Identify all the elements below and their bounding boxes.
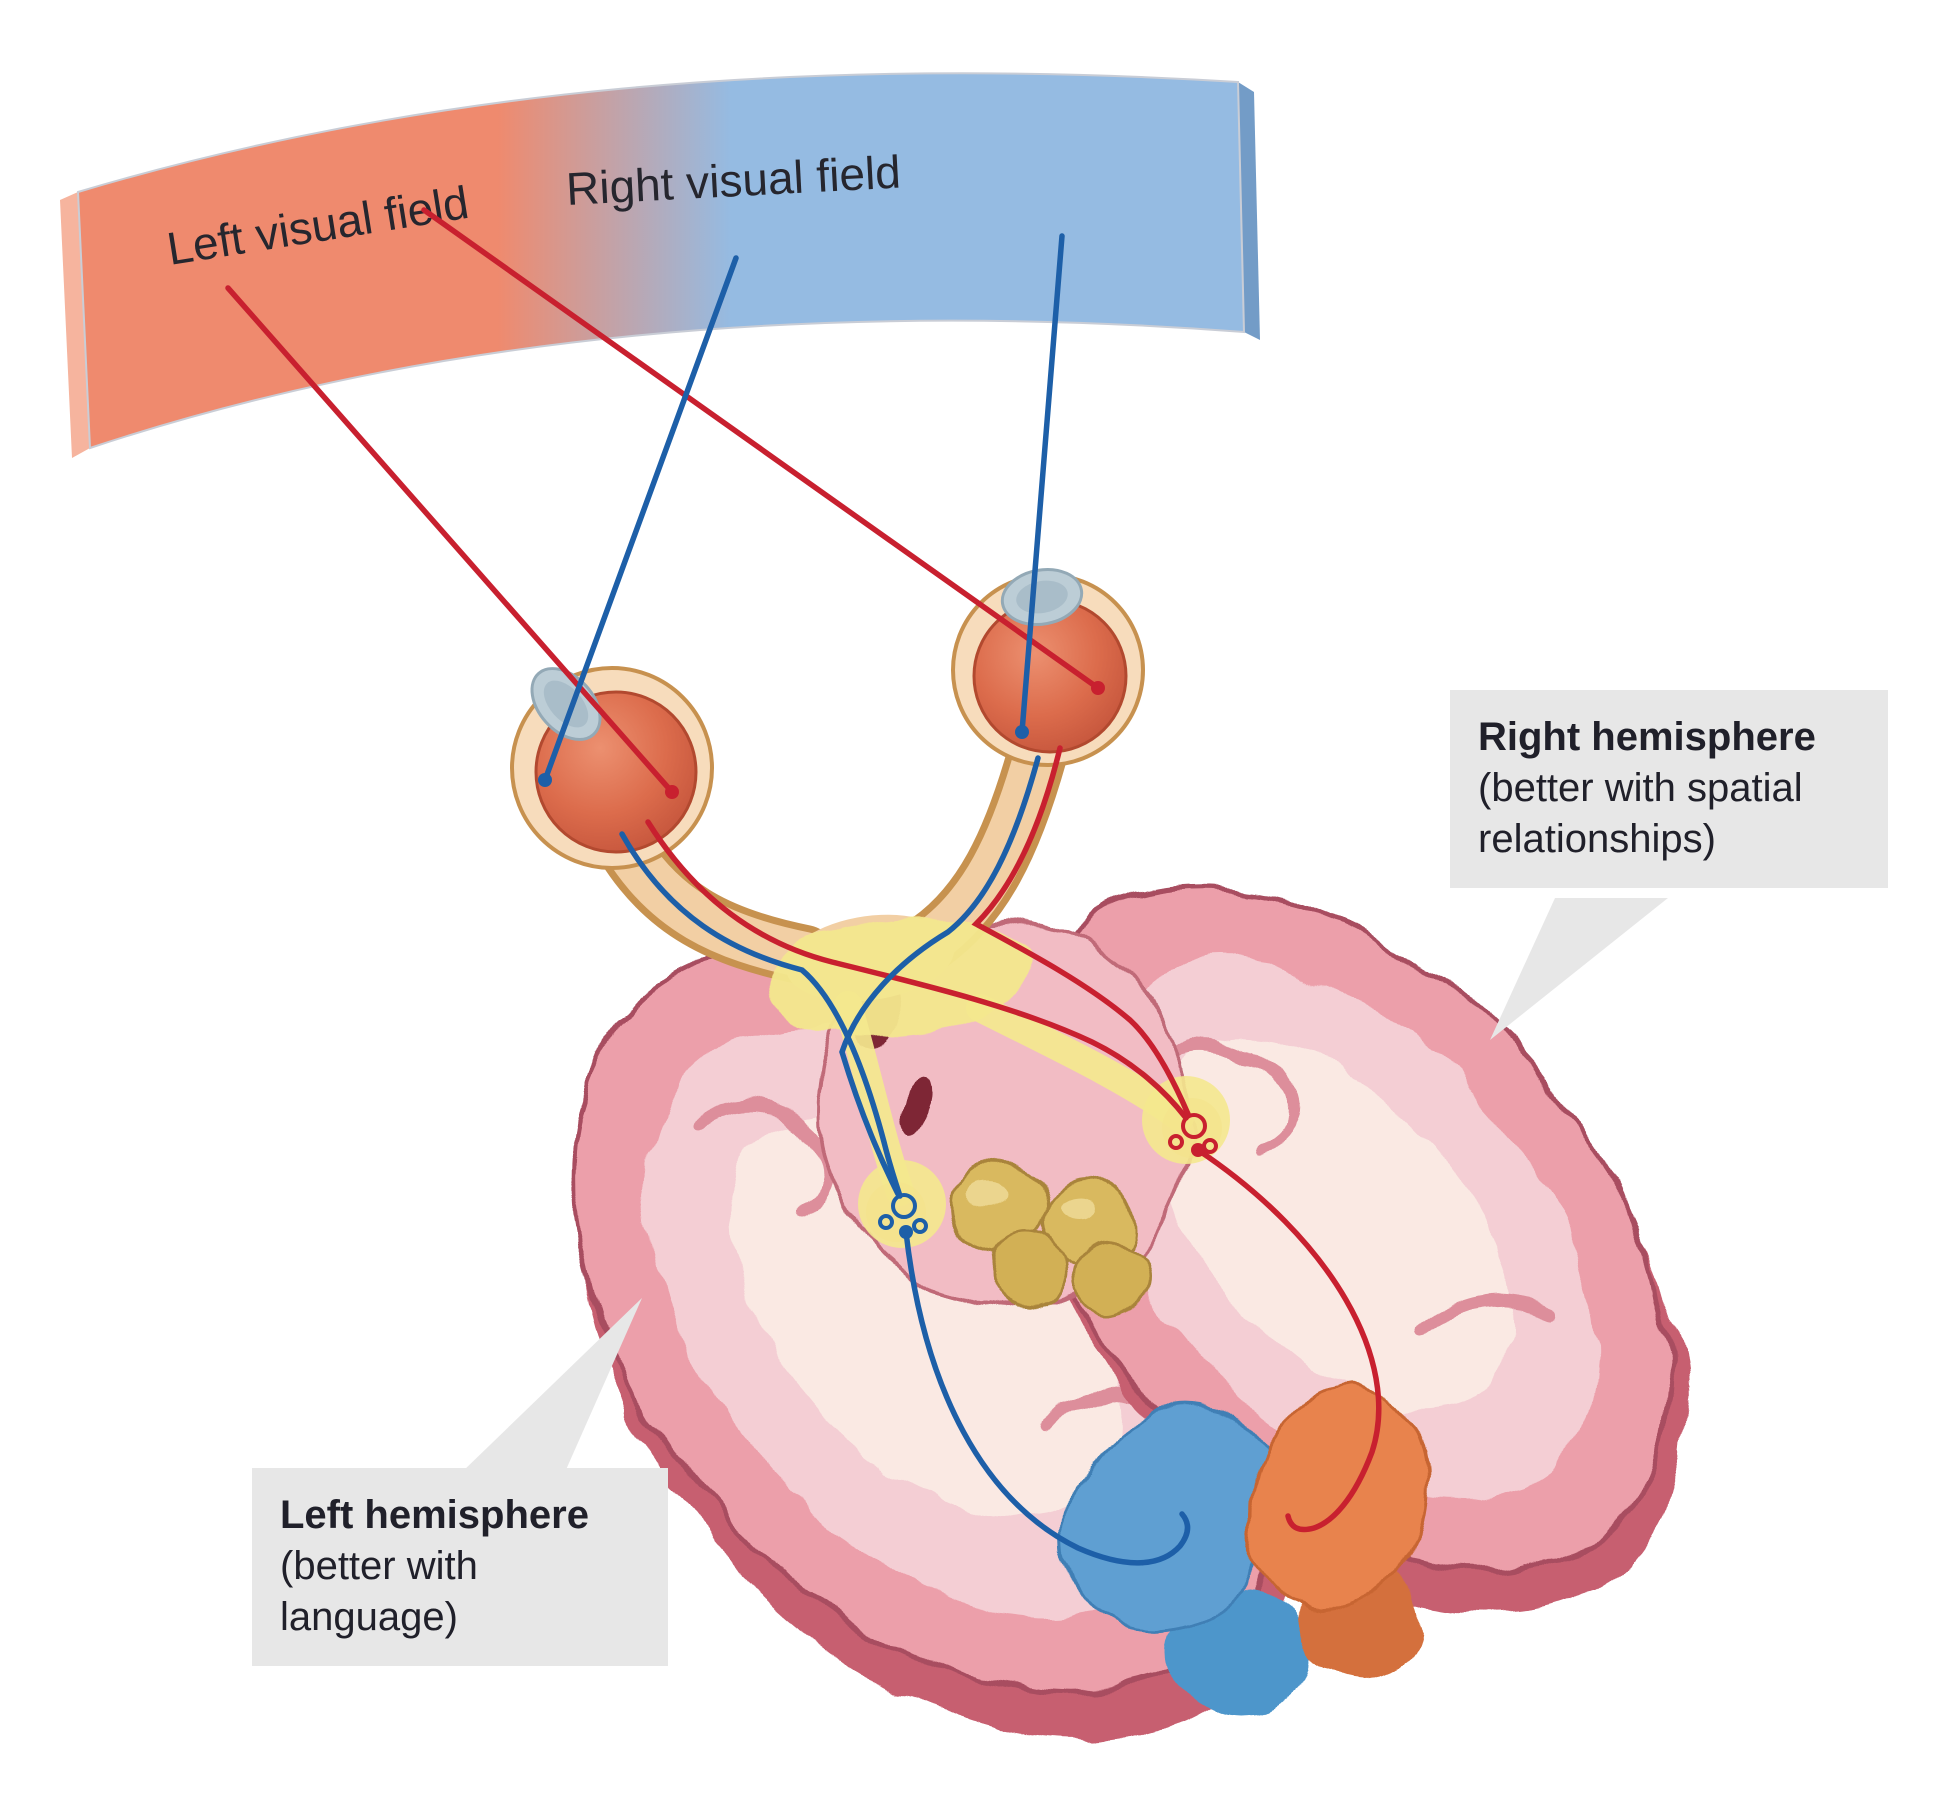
blue-fiber-uncrossed [619,831,903,1199]
left-hemisphere-callout: Left hemisphere (better with language) [252,1468,668,1666]
red-ray-to-right-eye [421,207,1101,691]
colliculi [956,1159,1150,1316]
left-callout-pointer [462,1298,642,1472]
right-hemisphere-callout-title: Right hemisphere [1478,715,1816,759]
left-occipital-patch-edge [1165,1590,1315,1714]
right-hemisphere-callout: Right hemisphere (better with spatial re… [1450,690,1888,888]
right-hemisphere-callout-subtitle: (better with spatial relationships) [1478,766,1803,862]
red-fiber-uncrossed [971,745,1191,1117]
blue-pathway-right-field [538,233,1191,1566]
right-callout-pointer [1490,898,1668,1040]
blue-optic-radiation [903,1229,1191,1566]
left-hemisphere-callout-title: Left hemisphere [280,1493,589,1537]
left-lgn-synapse [878,1193,928,1239]
ventricle-slit [898,1079,932,1137]
blue-fiber-crossing [839,755,1041,1197]
red-optic-radiation [1195,1147,1382,1533]
left-occipital-patch [1065,1404,1279,1632]
red-ray-to-left-eye [225,285,675,795]
left-eye [510,666,714,870]
right-eye-lens [1000,568,1084,626]
right-occipital-patch [1248,1386,1428,1610]
right-eye [951,568,1145,767]
blue-ray-to-left-eye [542,255,739,783]
right-lgn-synapse [1168,1113,1218,1157]
visual-field-banner: Left visual field Right visual field [60,72,1260,458]
blue-ray-to-right-eye [1019,233,1065,735]
red-fiber-crossing [645,819,1189,1121]
left-hemisphere-callout-subtitle: (better with language) [280,1544,478,1640]
red-pathway-left-field [225,207,1382,1533]
left-eye-lens [530,667,602,741]
